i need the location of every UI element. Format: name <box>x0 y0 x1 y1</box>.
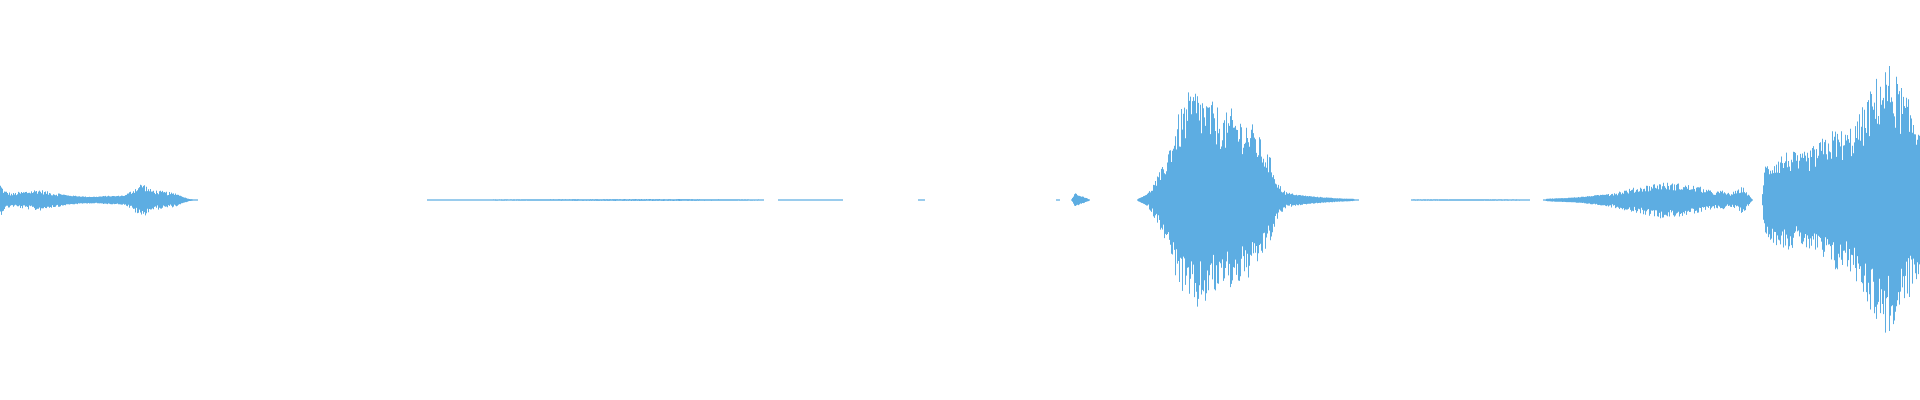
waveform-bars <box>0 66 1920 333</box>
